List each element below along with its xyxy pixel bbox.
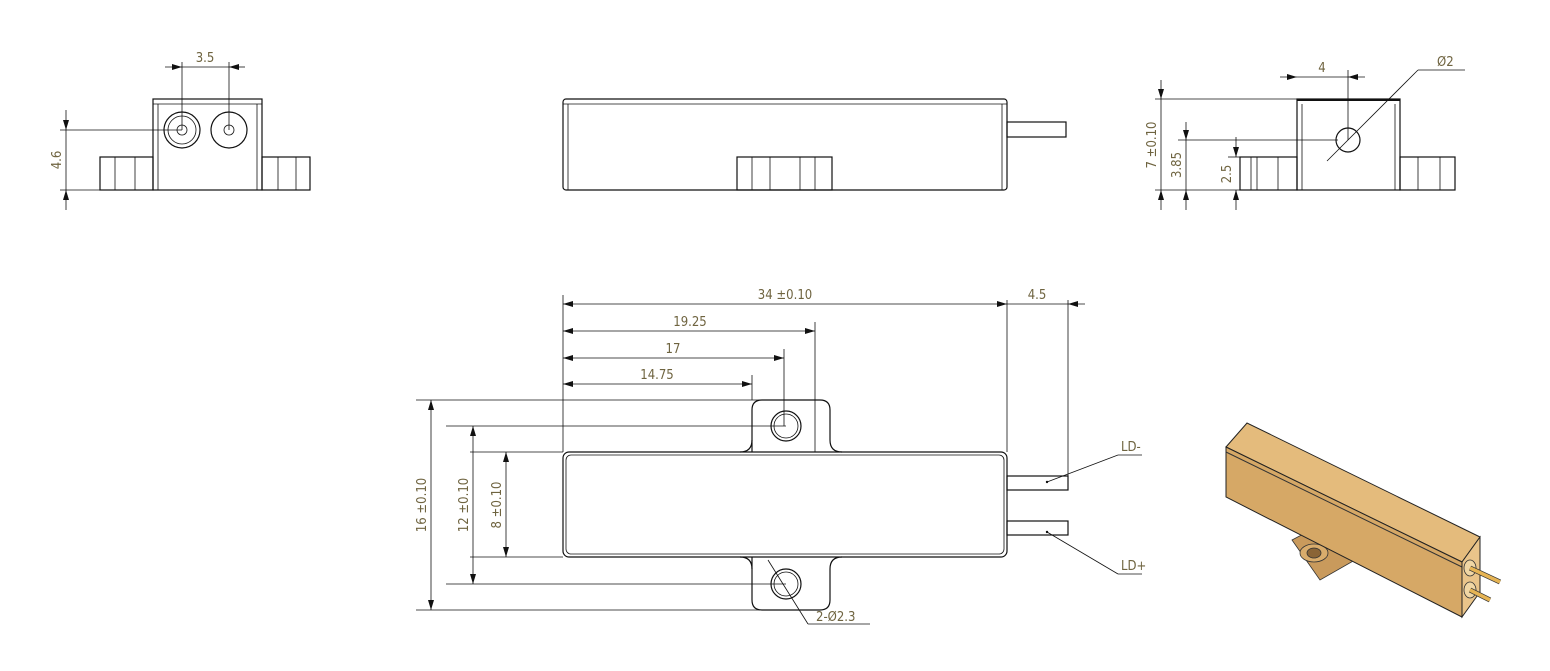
label-ld-negative: LD- (1121, 440, 1141, 455)
dim-hole-offset: 4 (1318, 61, 1325, 76)
label-ld-positive: LD+ (1121, 559, 1146, 574)
dim-length: 34 ±0.10 (758, 288, 812, 303)
dim-hole-height: 4.6 (50, 151, 65, 170)
dim-tab-right: 19.25 (673, 315, 706, 330)
dim-hole-center: 17 (666, 342, 681, 357)
pin-ld-positive (1006, 520, 1069, 536)
dim-hole-spacing: 12 ±0.10 (457, 478, 472, 532)
end-view: 4 Ø2 7 ±0.10 3.85 2.5 (1145, 55, 1465, 210)
isometric-render (1225, 422, 1502, 619)
dim-hole-center-height: 3.85 (1170, 152, 1185, 178)
side-view-long (562, 98, 1067, 191)
dim-flange-height: 2.5 (1220, 165, 1235, 184)
dim-tab-left: 14.75 (640, 368, 673, 383)
dim-pin-length: 4.5 (1028, 288, 1047, 303)
dim-hole-spacing: 3.5 (196, 51, 215, 66)
dim-height: 7 ±0.10 (1145, 122, 1160, 169)
dim-overall-width: 16 ±0.10 (415, 478, 430, 532)
pin-ld-negative (1006, 475, 1069, 491)
dim-mount-holes: 2-Ø2.3 (816, 610, 855, 625)
top-view: 34 ±0.10 4.5 19.25 17 14.75 16 ±0.10 12 … (415, 288, 1146, 625)
front-view: 3.5 4.6 (50, 51, 311, 210)
dim-hole-diameter: Ø2 (1437, 55, 1454, 70)
dim-body-width: 8 ±0.10 (490, 482, 505, 529)
